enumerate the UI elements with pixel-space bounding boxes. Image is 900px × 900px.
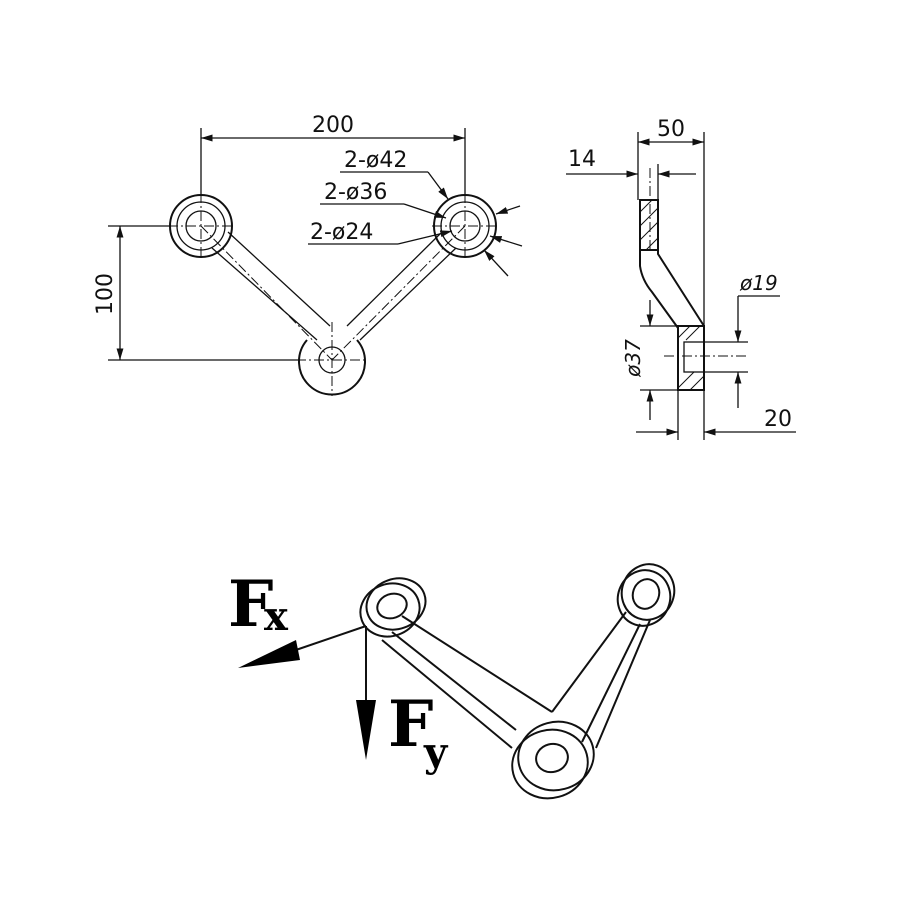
dim-20: 20 — [636, 390, 796, 440]
iso-center-ring — [511, 720, 595, 800]
dim-14-label: 14 — [568, 147, 596, 172]
side-view: 50 14 ø19 ø37 — [566, 117, 796, 440]
fx-arrow — [238, 625, 367, 668]
height-dim-label: 100 — [93, 273, 118, 315]
fx-label: F x — [228, 567, 289, 642]
d42-label: 2-ø42 — [344, 148, 407, 173]
width-dim-label: 200 — [312, 113, 354, 138]
top-view: 200 100 2-ø42 2-ø36 2-ø24 — [93, 113, 523, 396]
side-arm — [639, 168, 705, 329]
iso-left-arm-top — [401, 615, 553, 713]
side-top-plate — [639, 199, 659, 251]
dim-50-label: 50 — [657, 117, 685, 142]
d24-label: 2-ø24 — [310, 220, 373, 245]
dim-14: 14 — [566, 147, 696, 200]
iso-left-ring — [359, 577, 427, 638]
side-bottom-boss — [664, 325, 748, 391]
fy-arrow — [356, 626, 376, 760]
iso-left-arm-bottom — [391, 631, 517, 731]
iso-right-arm-top — [551, 611, 627, 713]
dim-50: 50 — [637, 117, 705, 326]
fx-label-sub: x — [264, 593, 289, 640]
dim-37: ø37 — [621, 300, 678, 420]
height-dimension: 100 — [93, 225, 300, 361]
fy-label-sub: y — [423, 729, 449, 776]
fy-label: F y — [388, 687, 449, 776]
top-view-arms — [200, 225, 466, 361]
diameter-leaders: 2-ø42 2-ø36 2-ø24 — [308, 148, 523, 277]
iso-view: F x F y — [228, 563, 676, 800]
width-dimension: 200 — [200, 113, 466, 196]
dim-19-label: ø19 — [739, 271, 778, 295]
dim-19: ø19 — [704, 271, 780, 408]
dim-20-label: 20 — [764, 407, 792, 432]
d36-label: 2-ø36 — [324, 180, 387, 205]
center-boss — [296, 322, 368, 396]
fx-label-main: F — [228, 567, 273, 642]
dim-37-label: ø37 — [621, 339, 645, 378]
iso-right-ring — [616, 563, 676, 627]
fy-label-main: F — [388, 687, 433, 762]
